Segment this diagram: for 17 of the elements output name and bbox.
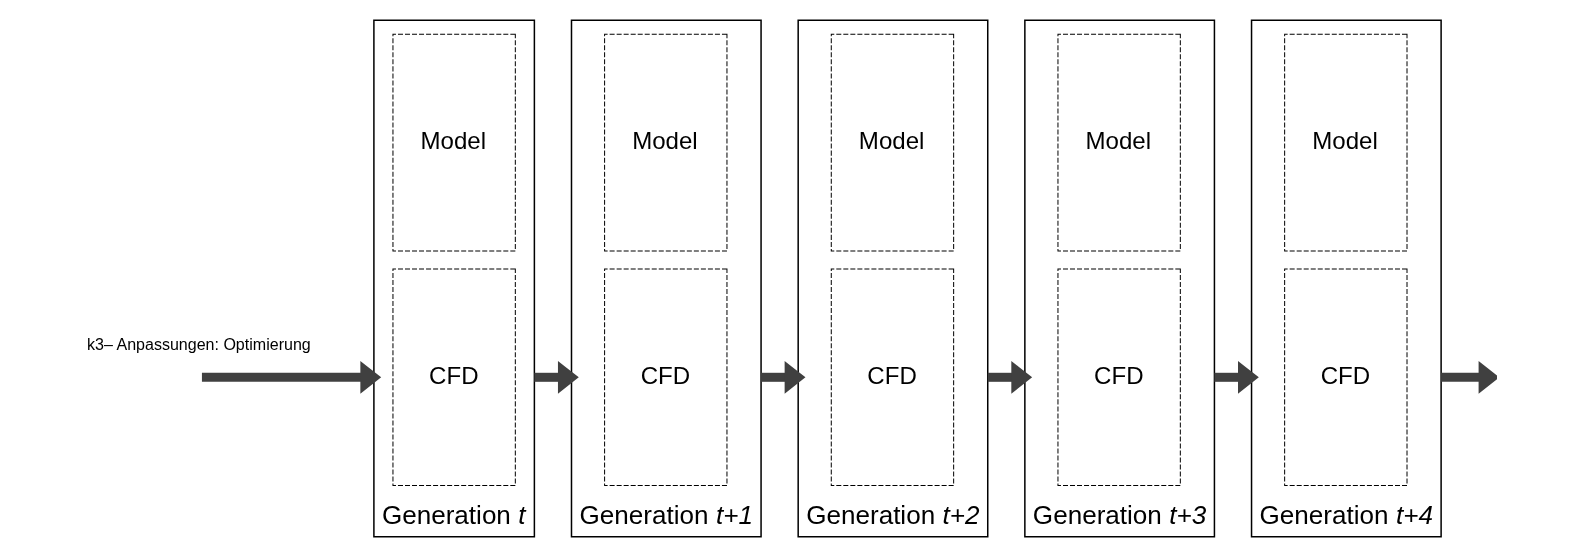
label: k3– Anpassungen: Optimierung xyxy=(86,335,311,354)
arrow xyxy=(533,360,579,394)
node-box: Model xyxy=(830,33,954,252)
node-box: CFD xyxy=(391,268,516,487)
node-box: Model xyxy=(391,33,516,252)
arrow xyxy=(1440,360,1497,394)
arrow xyxy=(987,360,1032,394)
arrow xyxy=(201,360,381,394)
node-box: CFD xyxy=(830,268,954,487)
arrow xyxy=(1213,360,1259,394)
node-box: CFD xyxy=(1056,268,1181,487)
arrow xyxy=(760,360,805,394)
node-box: Model xyxy=(1283,33,1407,252)
node-box: Model xyxy=(1056,33,1181,252)
node-box: CFD xyxy=(603,268,727,487)
node-box: CFD xyxy=(1283,268,1407,487)
node-box: Model xyxy=(603,33,727,252)
